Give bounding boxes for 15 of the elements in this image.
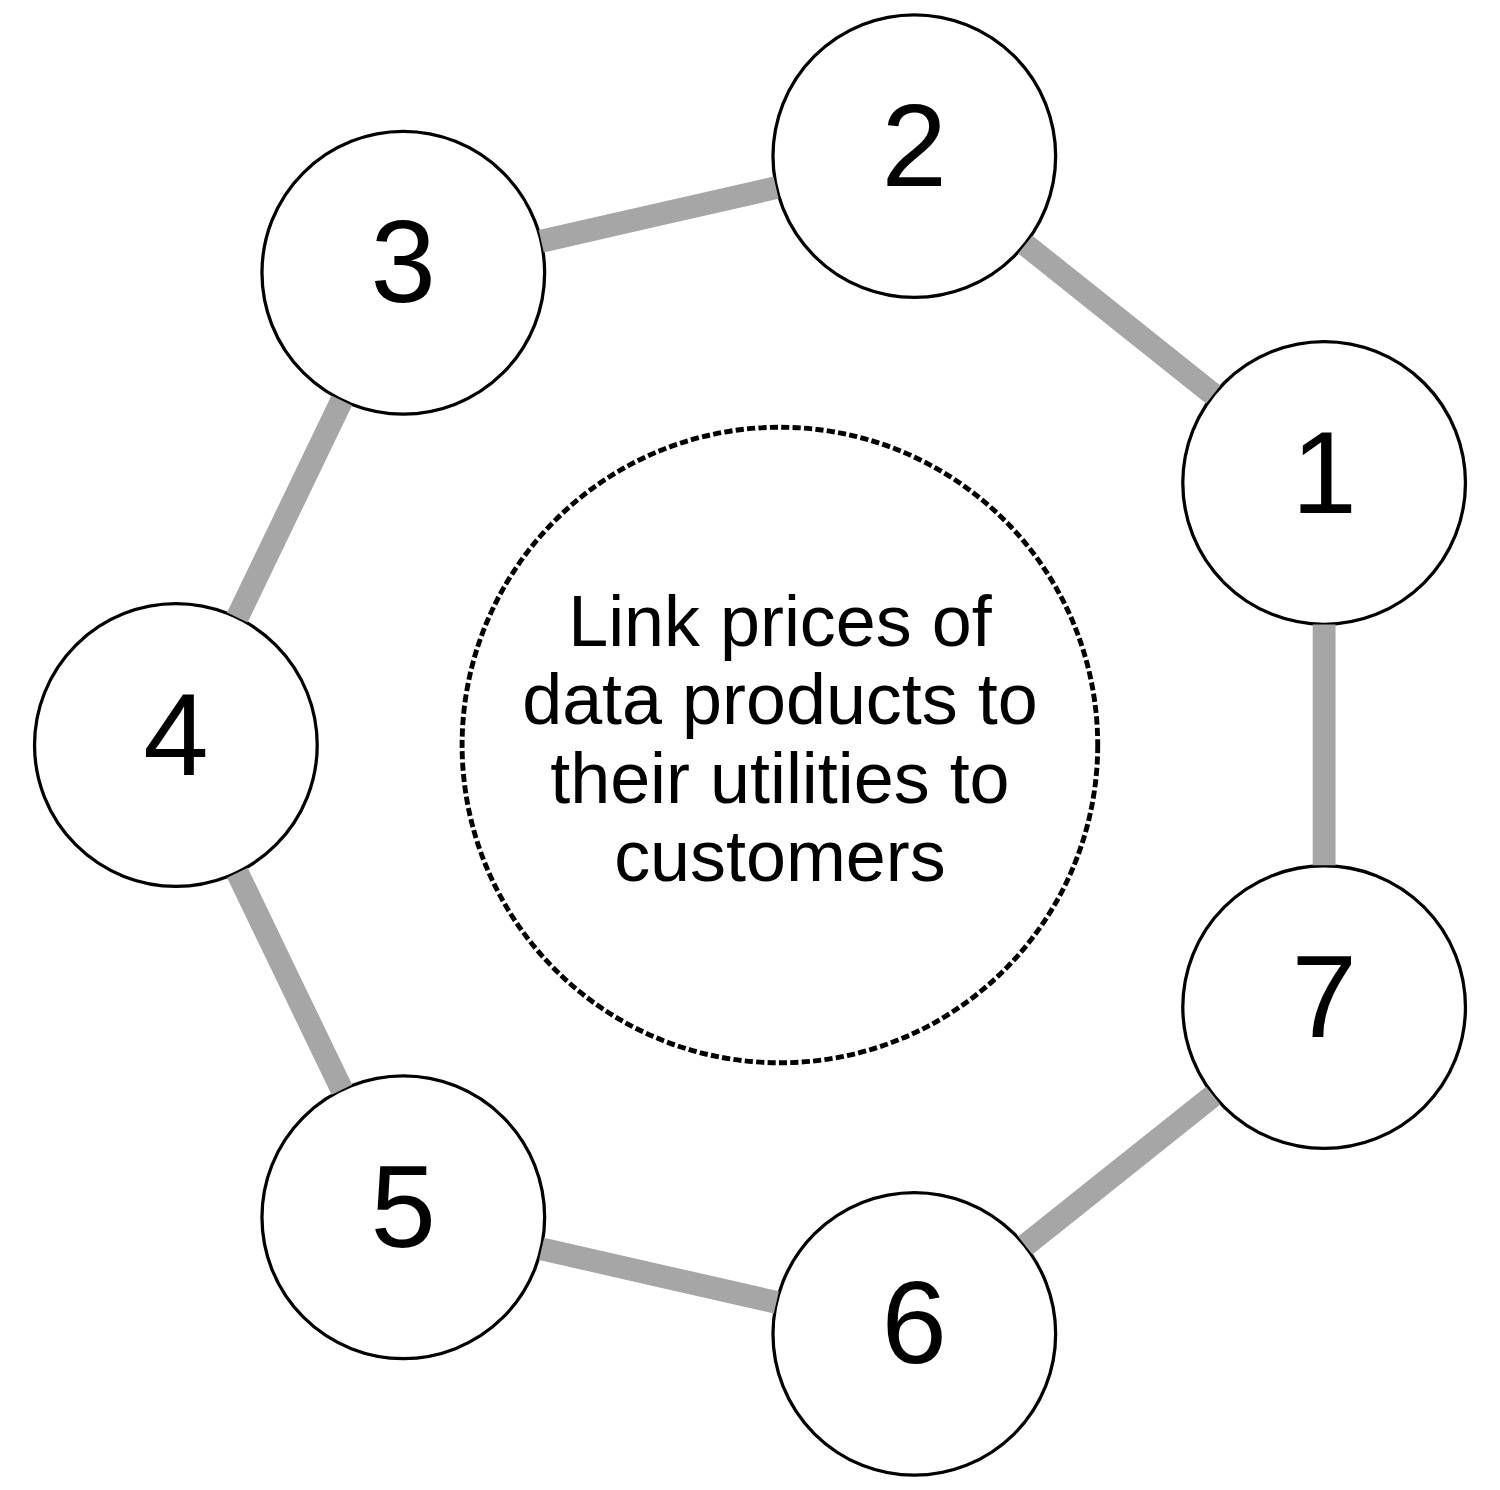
node-circle: 1 (1181, 339, 1468, 626)
node-circle: 2 (771, 13, 1058, 300)
connector (227, 867, 353, 1095)
node-circle: 5 (260, 1074, 547, 1361)
connector (226, 395, 353, 623)
connector (538, 176, 779, 253)
connector (1018, 235, 1221, 404)
connector (539, 1237, 779, 1314)
node-circle: 4 (32, 602, 319, 888)
node-circle: 6 (771, 1190, 1058, 1477)
node-circle: 7 (1181, 864, 1468, 1151)
node-circle: Link prices of data products to their utilities to customers (459, 424, 1101, 1066)
connector (1312, 624, 1336, 866)
connector (1018, 1086, 1221, 1255)
node-circle: 3 (260, 129, 547, 416)
